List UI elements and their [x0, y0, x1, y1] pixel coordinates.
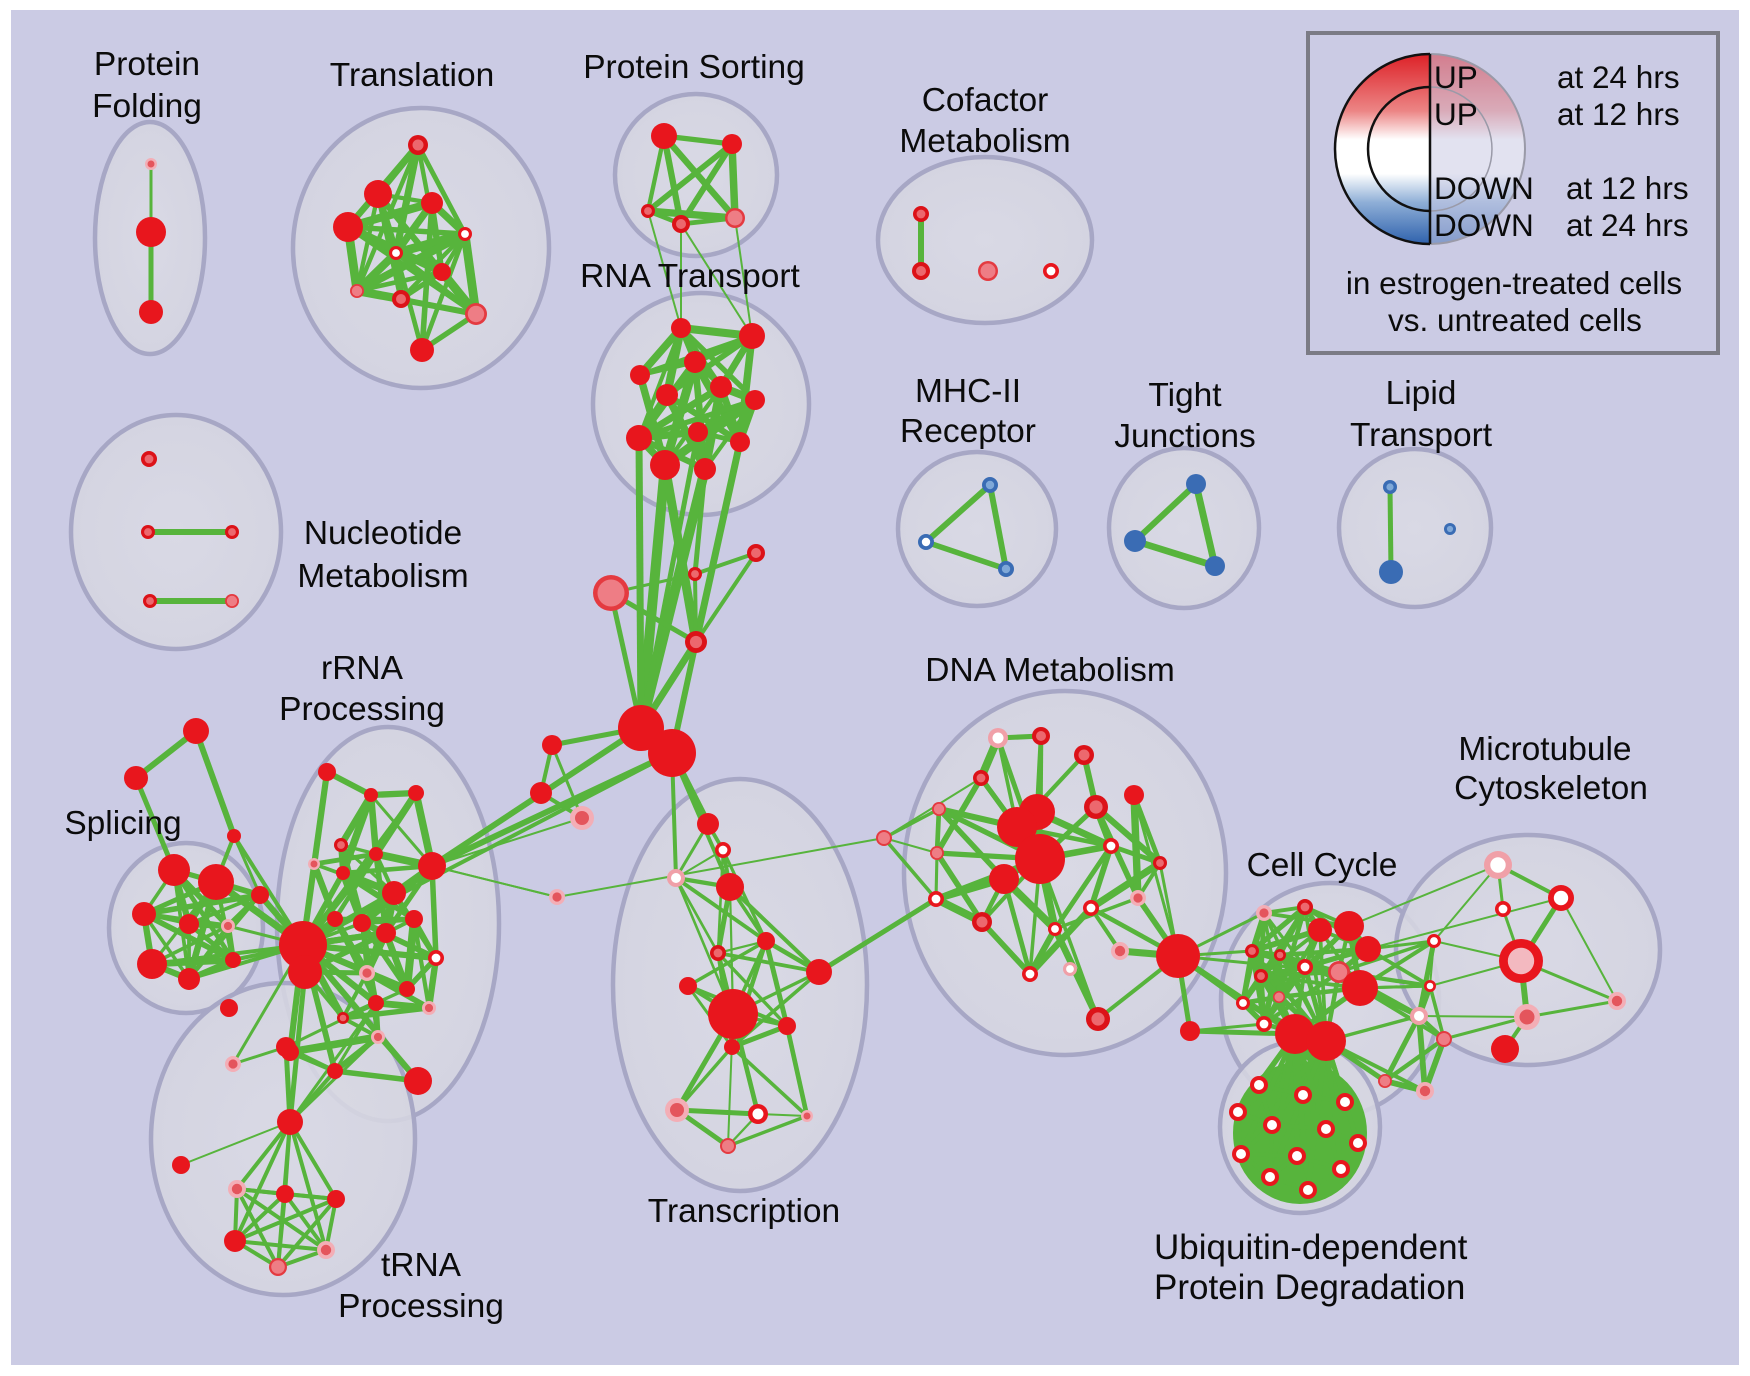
- svg-text:Cell Cycle: Cell Cycle: [1247, 847, 1398, 884]
- svg-text:Transcription: Transcription: [648, 1193, 840, 1230]
- svg-text:Microtubule: Microtubule: [1458, 731, 1631, 768]
- svg-text:Folding: Folding: [92, 88, 202, 125]
- svg-text:Cytoskeleton: Cytoskeleton: [1454, 770, 1648, 807]
- svg-text:Translation: Translation: [330, 57, 494, 94]
- svg-text:at 24 hrs: at 24 hrs: [1566, 207, 1689, 243]
- svg-text:Transport: Transport: [1350, 417, 1493, 454]
- svg-text:Processing: Processing: [338, 1288, 504, 1325]
- svg-text:Cofactor: Cofactor: [922, 82, 1049, 119]
- svg-text:Receptor: Receptor: [900, 413, 1036, 450]
- svg-text:Ubiquitin-dependent: Ubiquitin-dependent: [1154, 1228, 1468, 1267]
- svg-text:at 24 hrs: at 24 hrs: [1557, 59, 1680, 95]
- svg-text:Lipid: Lipid: [1386, 375, 1457, 412]
- svg-text:MHC-II: MHC-II: [915, 373, 1021, 410]
- svg-text:Nucleotide: Nucleotide: [304, 515, 462, 552]
- svg-text:Metabolism: Metabolism: [899, 123, 1070, 160]
- svg-text:DOWN: DOWN: [1434, 170, 1534, 206]
- svg-text:Tight: Tight: [1148, 377, 1222, 414]
- svg-text:Protein Degradation: Protein Degradation: [1154, 1268, 1465, 1307]
- svg-text:rRNA: rRNA: [321, 650, 404, 687]
- svg-text:Protein Sorting: Protein Sorting: [583, 49, 805, 86]
- svg-text:Metabolism: Metabolism: [297, 558, 468, 595]
- svg-text:RNA Transport: RNA Transport: [580, 258, 800, 295]
- svg-text:at 12 hrs: at 12 hrs: [1557, 96, 1680, 132]
- svg-text:DOWN: DOWN: [1434, 207, 1534, 243]
- svg-text:in estrogen-treated cells: in estrogen-treated cells: [1346, 265, 1682, 301]
- svg-text:at 12 hrs: at 12 hrs: [1566, 170, 1689, 206]
- svg-text:vs. untreated cells: vs. untreated cells: [1388, 302, 1642, 338]
- svg-text:Protein: Protein: [94, 46, 200, 83]
- svg-text:Junctions: Junctions: [1114, 418, 1256, 455]
- svg-text:DNA Metabolism: DNA Metabolism: [925, 652, 1174, 689]
- svg-text:tRNA: tRNA: [381, 1247, 462, 1284]
- svg-text:UP: UP: [1434, 96, 1478, 132]
- svg-text:UP: UP: [1434, 59, 1478, 95]
- svg-text:Processing: Processing: [279, 691, 445, 728]
- svg-text:Splicing: Splicing: [64, 805, 181, 842]
